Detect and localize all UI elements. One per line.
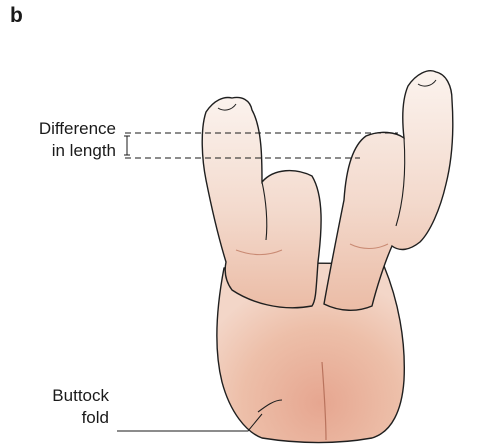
buttock-fold-label: Buttock fold	[0, 385, 109, 429]
difference-in-length-label: Difference in length	[0, 118, 116, 162]
right-toe-line	[417, 79, 437, 87]
left-leg-shape	[201, 96, 322, 309]
buttock-label-line-2: fold	[81, 408, 109, 427]
buttock-label-line-1: Buttock	[52, 386, 109, 405]
thigh-skin-fold-1	[235, 249, 283, 255]
buttock-fold-crease	[257, 399, 283, 413]
left-toe-line	[217, 103, 237, 111]
thigh-skin-fold-2	[349, 243, 389, 249]
difference-label-line-1: Difference	[38, 119, 116, 138]
buttock-fold-leader-line	[117, 413, 263, 432]
left-knee-crease	[261, 181, 268, 241]
right-leg-shape	[323, 70, 454, 311]
gluteal-cleft-line	[321, 361, 327, 441]
difference-label-line-2: in length	[51, 141, 116, 160]
panel-letter: b	[10, 4, 23, 27]
right-knee-crease	[395, 137, 406, 227]
